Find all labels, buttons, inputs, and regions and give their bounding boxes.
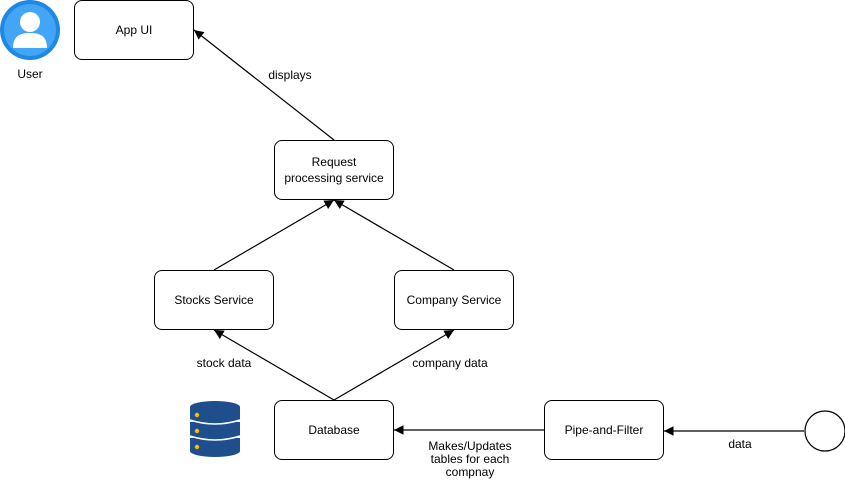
edge-label-makes-updates: Makes/Updates tables for each compnay bbox=[428, 439, 512, 479]
pipe-and-filter-node[interactable]: Pipe-and-Filter bbox=[544, 400, 664, 460]
app-ui-label: App UI bbox=[115, 23, 153, 37]
edge-db-to-company bbox=[333, 329, 455, 401]
request-processing-label: Request processing service bbox=[284, 155, 384, 185]
stocks-service-node[interactable]: Stocks Service bbox=[154, 270, 274, 330]
edge-request-to-app bbox=[193, 29, 335, 141]
company-service-node[interactable]: Company Service bbox=[394, 270, 514, 330]
pipe-and-filter-label: Pipe-and-Filter bbox=[564, 423, 644, 437]
stocks-service-label: Stocks Service bbox=[174, 293, 254, 307]
database-icon bbox=[189, 401, 241, 457]
user-avatar-icon bbox=[0, 0, 60, 60]
database-node[interactable]: Database bbox=[274, 400, 394, 460]
edge-stocks-to-request bbox=[213, 199, 335, 271]
edge-label-stock-data: stock data bbox=[196, 356, 252, 370]
edge-label-displays: displays bbox=[268, 68, 312, 82]
database-label: Database bbox=[308, 423, 360, 437]
edge-label-data: data bbox=[728, 437, 752, 451]
user-label: User bbox=[17, 67, 43, 81]
request-processing-node[interactable]: Request processing service bbox=[274, 140, 394, 200]
edge-db-to-stocks bbox=[213, 329, 335, 401]
company-service-label: Company Service bbox=[406, 293, 502, 307]
edge-label-company-data: company data bbox=[412, 356, 488, 370]
app-ui-node[interactable]: App UI bbox=[74, 0, 194, 60]
data-source-node bbox=[804, 410, 845, 452]
edge-company-to-request bbox=[333, 199, 455, 271]
